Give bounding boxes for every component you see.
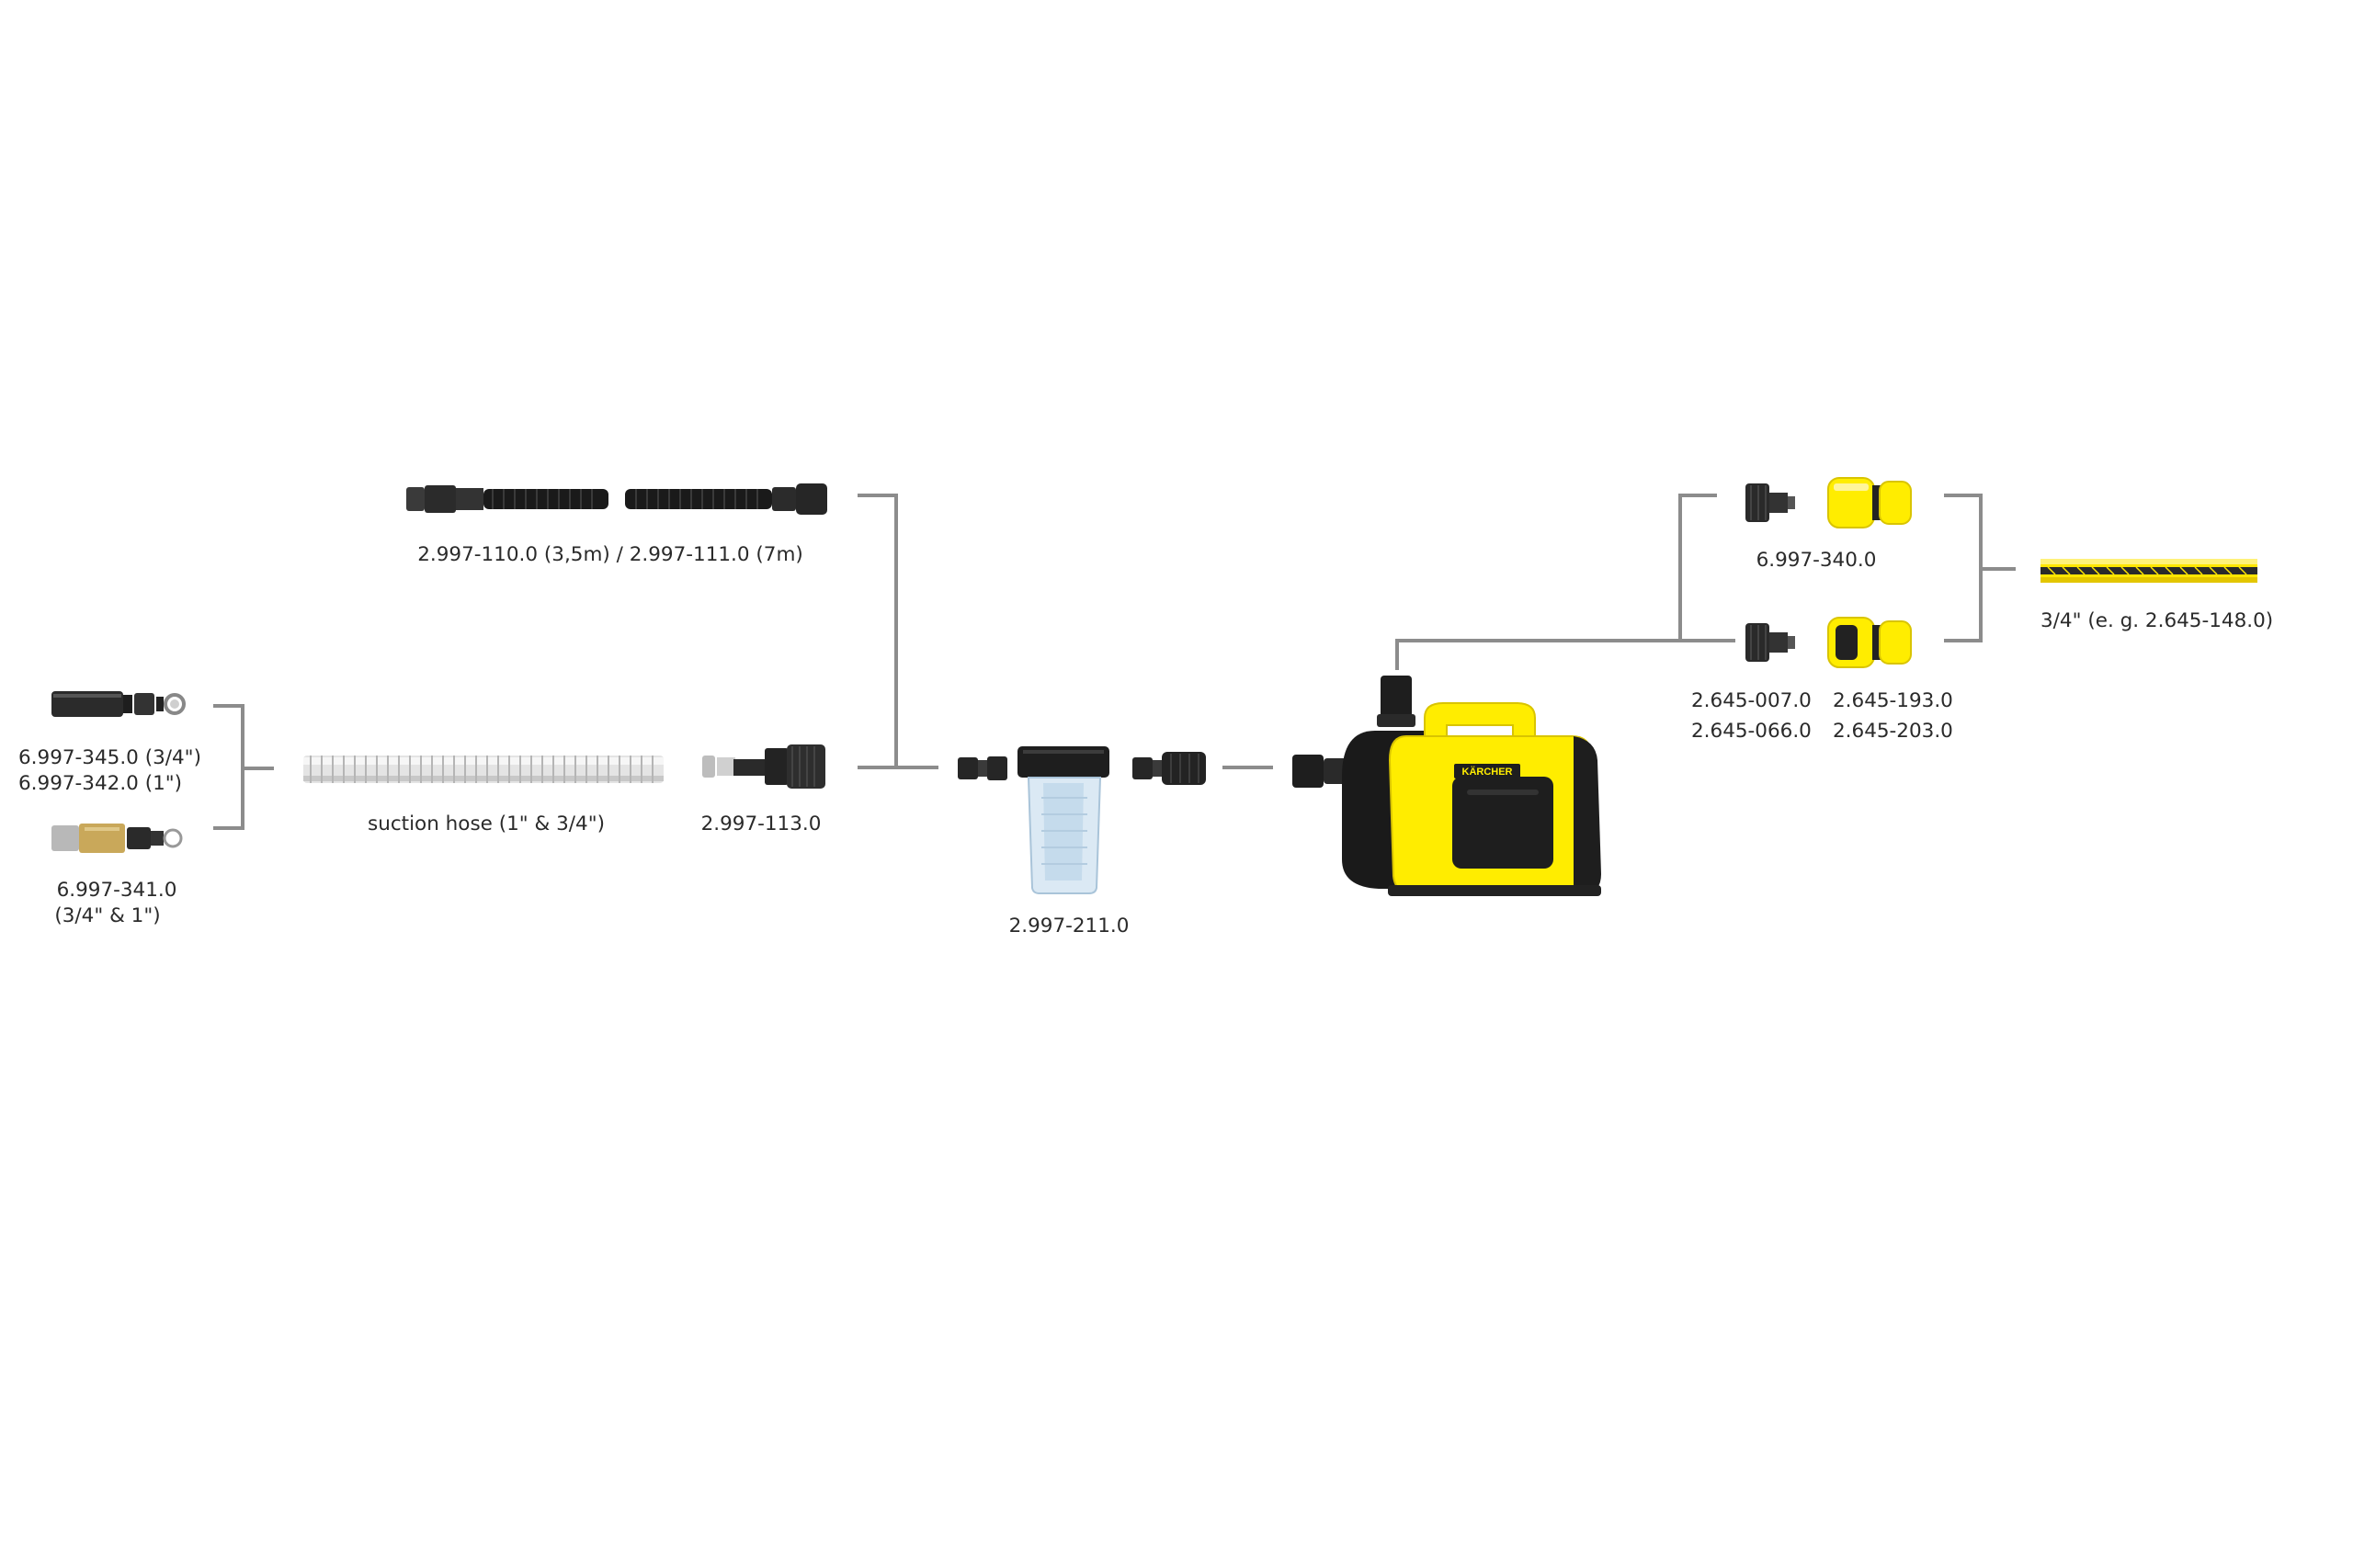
- part-number-label: 6.997-342.0 (1"): [18, 772, 183, 795]
- hose-adapter-icon: [702, 744, 825, 789]
- connector-line: [1395, 639, 1399, 670]
- garden-hose-label: 3/4" (e. g. 2.645-148.0): [2040, 609, 2274, 632]
- part-number-label: 2.997-113.0: [700, 812, 822, 835]
- brand-logo: KÄRCHER: [1462, 766, 1513, 778]
- pipe-connector-icon: [1132, 752, 1206, 785]
- part-number-label: 2.997-110.0 (3,5m) / 2.997-111.0 (7m): [417, 543, 803, 566]
- part-number-label: 2.645-007.0: [1691, 689, 1812, 712]
- tap-connector-icon: [1745, 483, 1795, 522]
- suction-hose-label: suction hose (1" & 3/4"): [368, 812, 605, 835]
- part-number-label: (3/4" & 1"): [54, 904, 161, 927]
- suction-hose-icon: [303, 756, 664, 783]
- part-number-label: 2.997-211.0: [1008, 915, 1130, 937]
- connector-line: [244, 767, 274, 770]
- connector-line: [858, 766, 938, 769]
- connector-line: [213, 704, 244, 708]
- hose-coupling-icon: [1827, 617, 1912, 668]
- hose-coupling-icon: [1827, 477, 1912, 528]
- suction-hose-set-icon: [406, 483, 827, 515]
- part-number-label: 2.645-193.0: [1833, 689, 1953, 712]
- part-number-label: 2.645-066.0: [1691, 720, 1812, 743]
- suction-filter-brass-icon: [51, 824, 183, 853]
- connector-line: [1678, 494, 1682, 642]
- connector-line: [241, 704, 244, 830]
- part-number-label: 6.997-345.0 (3/4"): [18, 746, 201, 769]
- connector-line: [213, 826, 244, 830]
- garden-hose-icon: [2040, 559, 2257, 583]
- connector-line: [858, 494, 898, 497]
- part-number-label: 6.997-340.0: [1756, 549, 1877, 572]
- connector-line: [1395, 639, 1735, 642]
- connector-line: [1222, 766, 1273, 769]
- pipe-connector-icon: [958, 756, 1007, 780]
- connector-line: [1678, 494, 1717, 497]
- pump-icon: KÄRCHER: [1292, 676, 1601, 896]
- connector-line: [894, 494, 898, 769]
- pre-filter-icon: [1017, 746, 1109, 894]
- connector-line: [1944, 494, 1983, 497]
- suction-filter-icon: [51, 691, 186, 717]
- part-number-label: 2.645-203.0: [1833, 720, 1953, 743]
- connector-line: [1944, 639, 1983, 642]
- connector-line: [1983, 567, 2016, 571]
- part-number-label: 6.997-341.0: [56, 879, 177, 902]
- tap-connector-icon: [1745, 623, 1795, 662]
- connector-line: [1979, 494, 1983, 642]
